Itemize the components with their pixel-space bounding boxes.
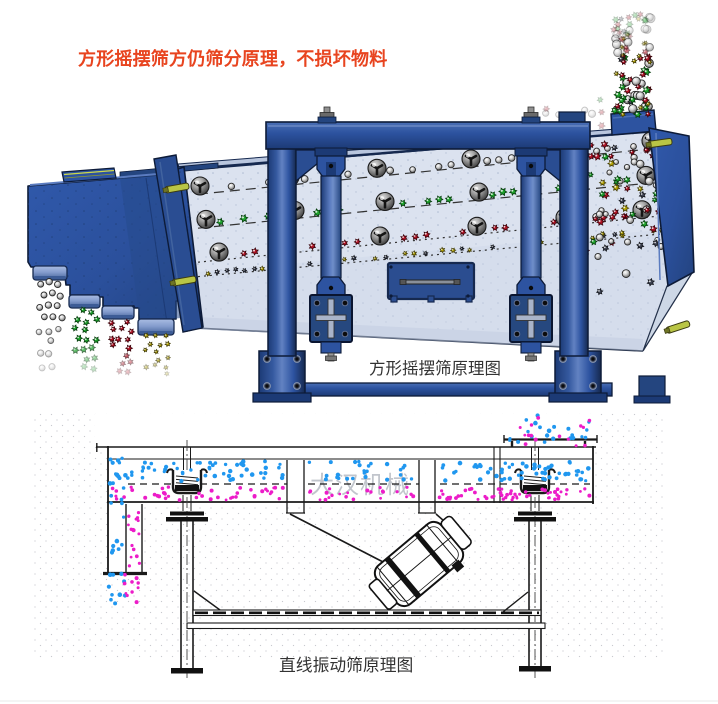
svg-text:方形摇摆筛原理图: 方形摇摆筛原理图 — [369, 359, 501, 378]
svg-text:直线振动筛原理图: 直线振动筛原理图 — [279, 656, 413, 675]
svg-text:方形摇摆筛方仍筛分原理，不损坏物料: 方形摇摆筛方仍筛分原理，不损坏物料 — [78, 48, 387, 69]
